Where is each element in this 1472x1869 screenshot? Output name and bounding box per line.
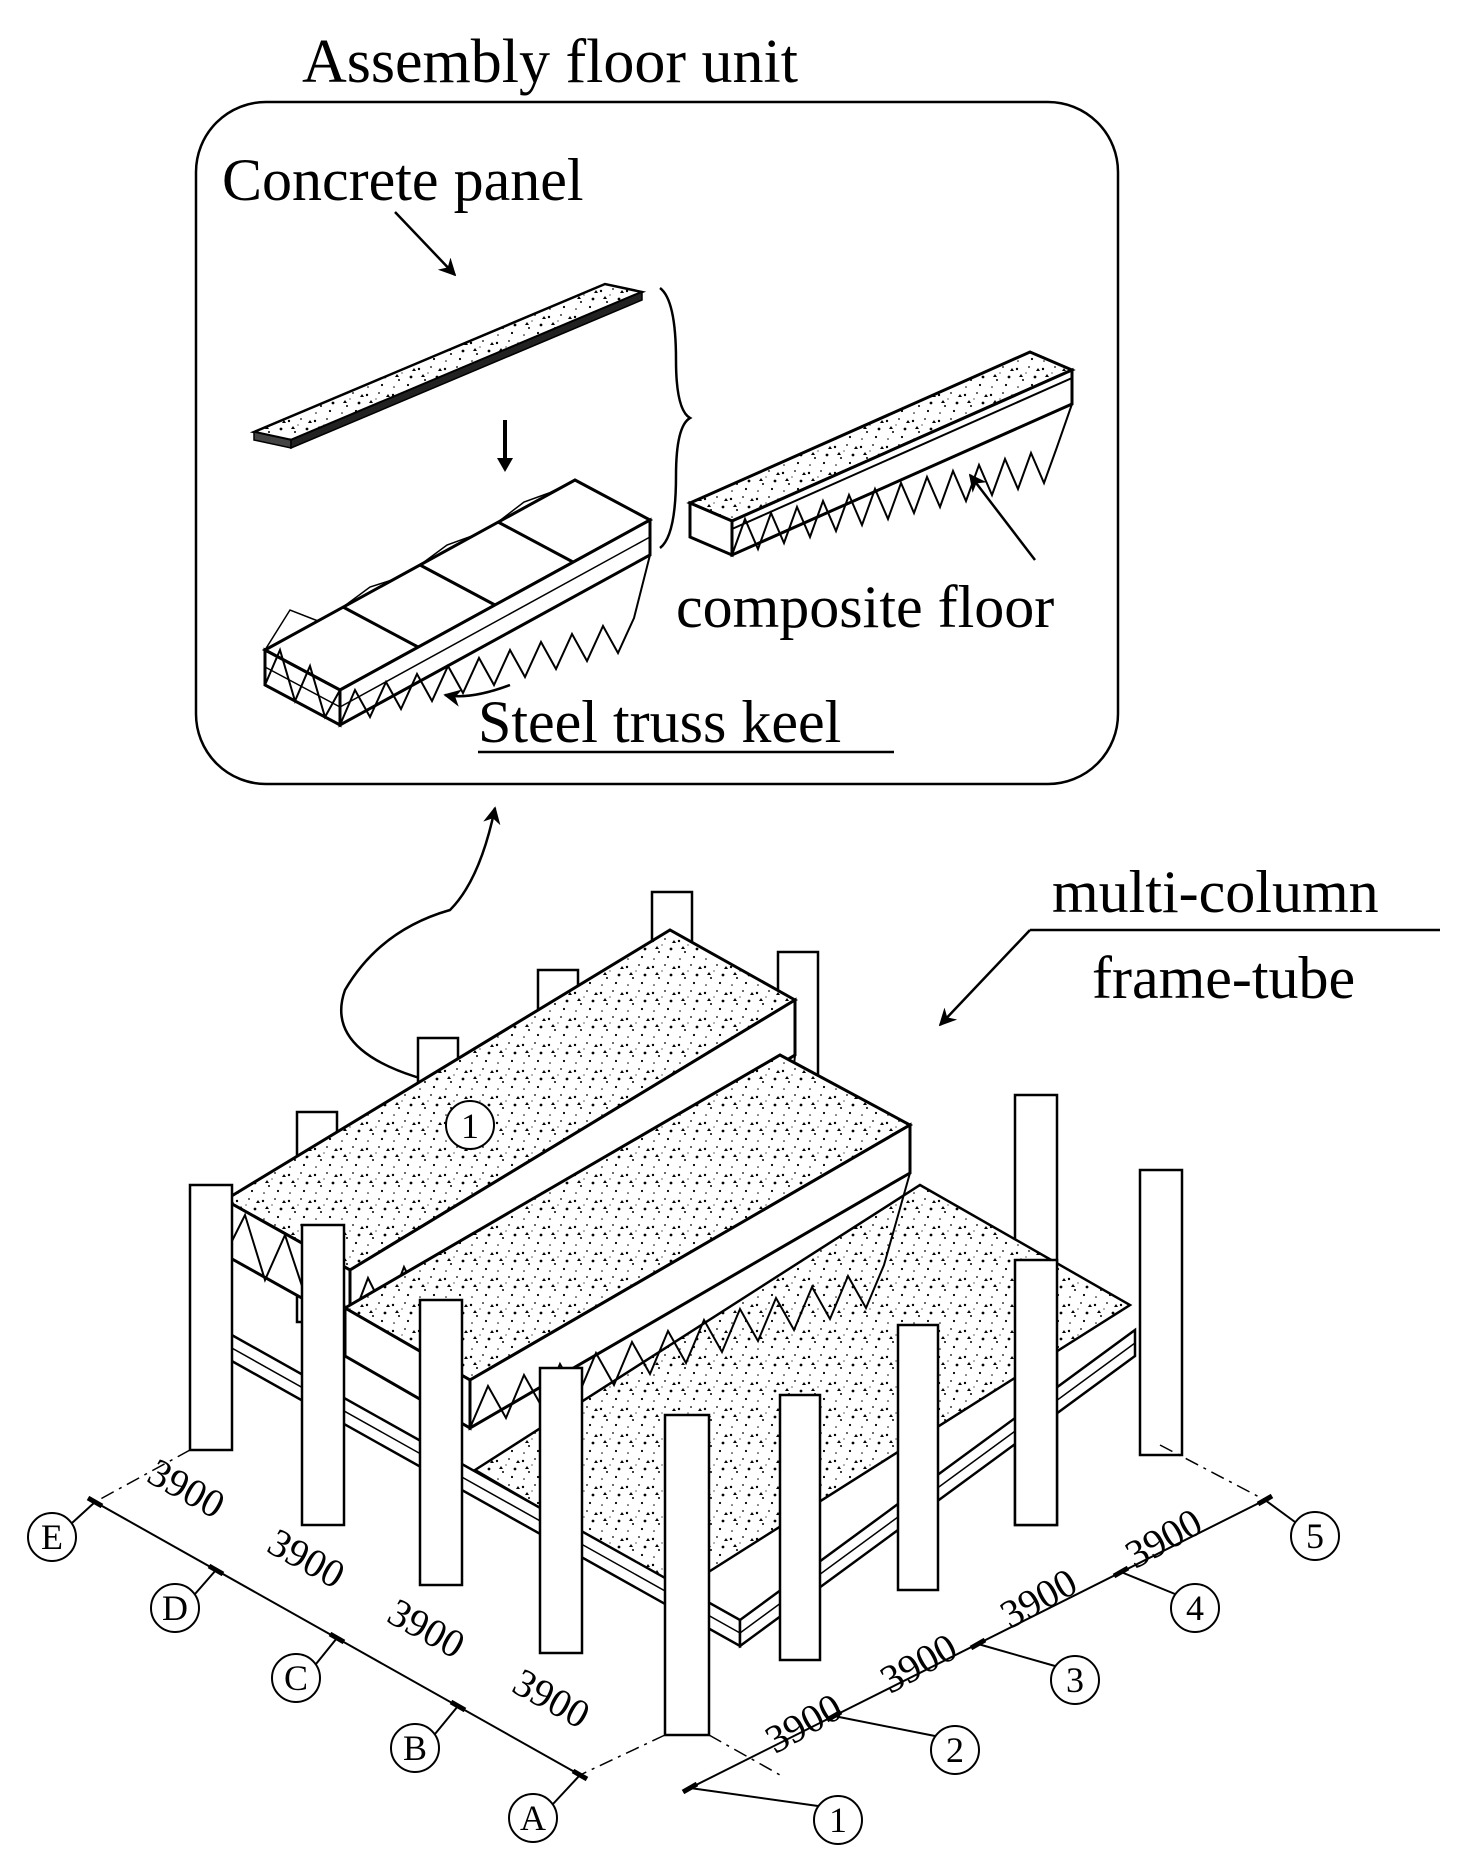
axis-bubble-5: 5: [1290, 1511, 1340, 1561]
dimension-label-right: 3900: [993, 1559, 1085, 1637]
axis-bubble-circle: [390, 1723, 440, 1773]
numbered-axis-bubbles: 1 2 3 4 5: [689, 1499, 1340, 1845]
steel-truss-keel-label: Steel truss keel: [478, 689, 841, 755]
axis-leader: [434, 1705, 459, 1735]
loose-concrete-panel: [249, 282, 647, 442]
axis-bubble-circle: [1170, 1583, 1220, 1633]
truss-keel-arrow: [443, 683, 511, 707]
axis-bubble-C: C: [271, 1653, 321, 1703]
assembly-brace: [659, 287, 693, 549]
detail-callout-arrow: [339, 806, 501, 1090]
axis-bubble-text: C: [284, 1658, 308, 1698]
axis-bubble-circle: [271, 1653, 321, 1703]
axis-leader: [552, 1774, 581, 1805]
loose-panel-edge-side: [290, 290, 643, 450]
detail-marker-text: 1: [461, 1106, 479, 1146]
axis-bubble-1: 1: [813, 1795, 863, 1845]
axis-bubble-circle: [930, 1725, 980, 1775]
detail-marker-circle: [445, 1100, 495, 1150]
axis-leader: [315, 1637, 338, 1665]
axis-bubble-B: B: [390, 1723, 440, 1773]
dimension-label-left: 3900: [381, 1589, 473, 1667]
axis-bubble-text: 2: [946, 1730, 964, 1770]
dimension-label-left: 3900: [261, 1519, 353, 1597]
structure: 1: [188, 890, 1184, 1737]
inset-frame: [194, 100, 1120, 786]
dimension-label-left: 3900: [506, 1659, 598, 1737]
composite-floor-arrow: [968, 473, 1036, 561]
frame-tube-arrow: [938, 929, 1031, 1027]
axis-bubble-text: 5: [1306, 1516, 1324, 1556]
steel-truss-keel: [261, 478, 654, 728]
axis-bubble-circle: [1050, 1655, 1100, 1705]
axis-leader: [194, 1569, 217, 1595]
frame-tube-label-line2: frame-tube: [1092, 945, 1355, 1011]
axis-bubble-2: 2: [930, 1725, 980, 1775]
axis-bubble-4: 4: [1170, 1583, 1220, 1633]
lettered-axis-bubbles: E D C B A: [27, 1501, 581, 1843]
axis-bubble-circle: [27, 1512, 77, 1562]
axis-leader: [1264, 1499, 1296, 1523]
axis-bubble-A: A: [508, 1793, 558, 1843]
axis-bubble-text: 3: [1066, 1660, 1084, 1700]
axis-leader: [977, 1643, 1056, 1667]
axis-bubble-circle: [813, 1795, 863, 1845]
axis-leader: [689, 1787, 819, 1807]
axis-bubble-3: 3: [1050, 1655, 1100, 1705]
axis-leader: [1120, 1571, 1176, 1595]
composite-floor: [686, 350, 1076, 558]
axis-leader: [71, 1501, 96, 1524]
axis-bubble-text: A: [520, 1798, 546, 1838]
axis-bubble-text: D: [162, 1588, 188, 1628]
front-columns: [188, 1183, 1059, 1737]
axis-bubble-text: 1: [829, 1800, 847, 1840]
concrete-panel-label: Concrete panel: [222, 147, 584, 213]
axis-bubble-text: E: [41, 1517, 63, 1557]
axis-bubble-circle: [508, 1793, 558, 1843]
axis-bubble-D: D: [150, 1583, 200, 1633]
dimension-label-right: 3900: [1118, 1499, 1210, 1577]
composite-floor-label: composite floor: [676, 574, 1054, 640]
axis-bubble-E: E: [27, 1512, 77, 1562]
axis-bubble-text: 4: [1186, 1588, 1204, 1628]
dimension-label-left: 3900: [141, 1449, 233, 1527]
axis-bubble-text: B: [403, 1728, 427, 1768]
assembly-down-arrow-head: [497, 458, 513, 472]
frame-tube-label-line1: multi-column: [1052, 859, 1379, 925]
axis-bubble-circle: [150, 1583, 200, 1633]
concrete-panel-arrow: [394, 211, 457, 277]
axis-bubble-circle: [1290, 1511, 1340, 1561]
axis-leader: [833, 1715, 936, 1737]
dimension-label-right: 3900: [758, 1684, 850, 1762]
inset-title: Assembly floor unit: [302, 28, 798, 96]
